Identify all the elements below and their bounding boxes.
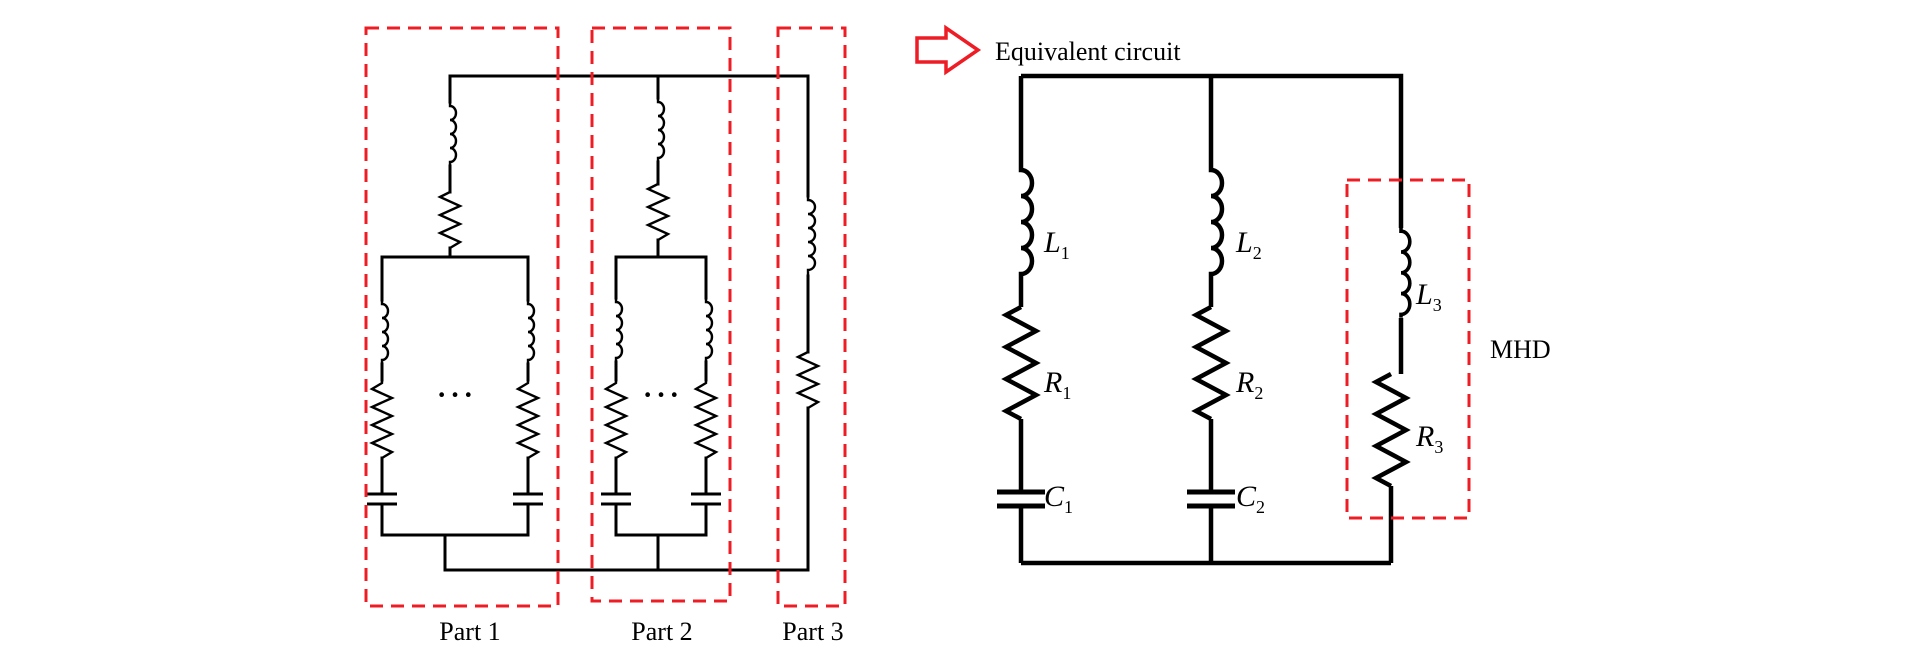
part2-branch-resistor [604, 378, 628, 460]
inductor-L3 [1399, 226, 1412, 320]
right-circuit: L1 R1 C1 L2 R2 C2 L3 R3 MHD [997, 73, 1551, 566]
part1-series-resistor [438, 190, 462, 250]
part1-branch-resistor [370, 378, 394, 460]
label-C2: C2 [1236, 480, 1265, 517]
part1-series-inductor [448, 100, 458, 168]
part2-ellipsis: ··· [641, 372, 681, 417]
right-top-rail [1021, 73, 1404, 158]
part3-box [776, 26, 847, 608]
part1-label: Part 1 [439, 617, 500, 646]
inductor-L1 [1021, 166, 1032, 278]
part1-branch-inductor [380, 298, 390, 366]
part1-circuit: ··· [367, 74, 543, 572]
label-C1: C1 [1044, 480, 1073, 517]
part1-ellipsis: ··· [435, 372, 475, 417]
label-R3: R3 [1415, 420, 1443, 457]
resistor-R1 [1006, 307, 1036, 419]
part2-series-inductor [656, 96, 666, 164]
part3-circuit [796, 74, 820, 572]
label-L1: L1 [1043, 226, 1070, 263]
label-R2: R2 [1235, 366, 1263, 403]
part2-circuit: ··· [601, 74, 721, 572]
arrow-label: Equivalent circuit [995, 37, 1181, 66]
mhd-label: MHD [1490, 335, 1551, 364]
branch3: L3 R3 [1376, 158, 1443, 563]
part2-label: Part 2 [631, 617, 692, 646]
left-circuit: ··· [364, 26, 847, 646]
part3-inductor [806, 194, 817, 278]
branch1: L1 R1 C1 [997, 166, 1073, 563]
part3-resistor [796, 350, 820, 410]
resistor-R3 [1376, 374, 1406, 486]
resistor-R2 [1196, 307, 1226, 419]
arrow-icon [915, 24, 982, 76]
inductor-L2 [1211, 166, 1222, 278]
part2-branch-inductor [614, 296, 624, 364]
equivalent-arrow: Equivalent circuit [915, 24, 1181, 76]
part2-box [590, 26, 732, 603]
label-L2: L2 [1235, 226, 1262, 263]
part3-label: Part 3 [782, 617, 843, 646]
label-L3: L3 [1415, 278, 1442, 315]
part2-series-resistor [646, 182, 670, 242]
branch2: L2 R2 C2 [1187, 166, 1265, 563]
part1-box [364, 26, 560, 608]
mhd-box [1345, 178, 1471, 520]
label-R1: R1 [1043, 366, 1071, 403]
